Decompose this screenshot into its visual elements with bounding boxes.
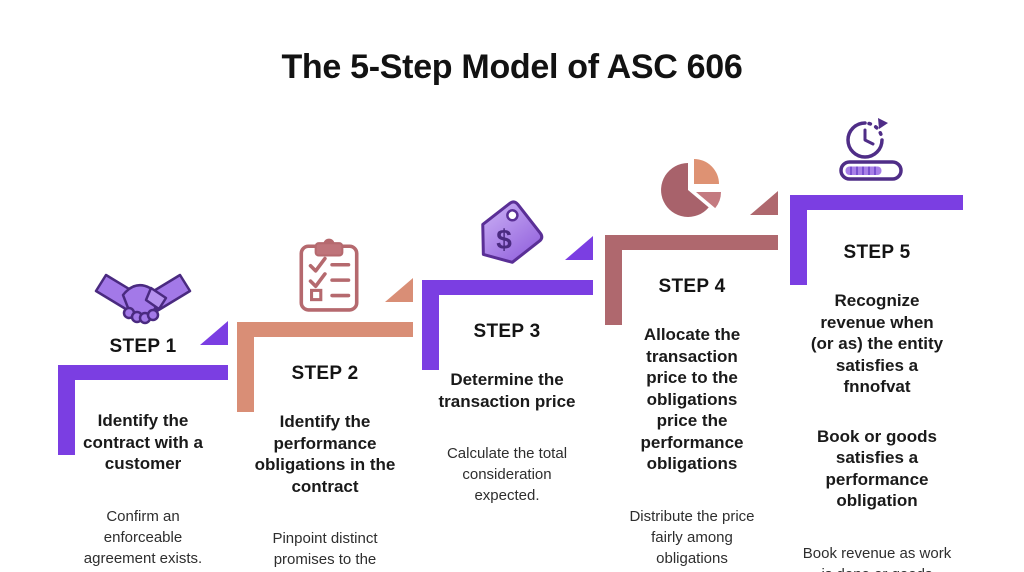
step-1-stair-shape [58, 365, 228, 455]
step-4-title: Allocate the transaction price to the ob… [640, 325, 744, 473]
step-5-description: Book revenue as work is done or goods de… [802, 544, 952, 572]
step-4-arrow-triangle [750, 191, 778, 215]
step-3-title: Determine the transaction price [438, 370, 576, 411]
clock-progress-icon [835, 114, 919, 193]
step-1-description: Confirm an enforceable agreement exists. [83, 507, 203, 567]
step-4-stair-shape [605, 235, 778, 325]
step-3-arrow-triangle [565, 236, 593, 260]
price-tag-icon: $ [469, 196, 545, 277]
step-1-title: Identify the contract with a customer [83, 411, 203, 473]
step-5-title: Recognize revenue when (or as) the entit… [810, 291, 944, 396]
step-5-title-2: Book or goods satisfies a performance ob… [817, 426, 937, 511]
step-2-arrow-triangle [385, 278, 413, 302]
svg-text:$: $ [496, 224, 512, 255]
step-2-title: Identify the performance obligations in … [254, 412, 396, 496]
step-4-texts: STEP 4 Allocate the transaction price to… [600, 258, 784, 572]
clipboard-checklist-icon [296, 236, 362, 319]
step-5-stair-shape [790, 195, 963, 285]
step-1-texts: Identify the contract with a customer Co… [51, 392, 235, 572]
step-2-texts: STEP 2 Identify the performance obligati… [233, 345, 417, 572]
handshake-icon [93, 267, 193, 336]
step-1-label: STEP 1 [109, 336, 177, 357]
step-3-description: Calculate the total consideration expect… [446, 445, 568, 504]
step-5-label: STEP 5 [843, 242, 911, 263]
step-3-label: STEP 3 [473, 321, 541, 342]
step-2-description: Pinpoint distinct promises to the custom… [272, 530, 378, 568]
step-3-texts: STEP 3 Determine the transaction price C… [415, 303, 599, 524]
pie-chart-icon [654, 150, 730, 231]
step-3-stair-shape [422, 280, 593, 370]
step-2-label: STEP 2 [291, 363, 359, 384]
page-title: The 5-Step Model of ASC 606 [281, 48, 743, 86]
step-4-label: STEP 4 [658, 276, 726, 297]
step-5-texts: STEP 5 Recognize revenue when (or as) th… [785, 224, 969, 572]
step-4-description: Distribute the price fairly among obliga… [629, 507, 755, 567]
step-2-stair-shape [237, 322, 413, 412]
